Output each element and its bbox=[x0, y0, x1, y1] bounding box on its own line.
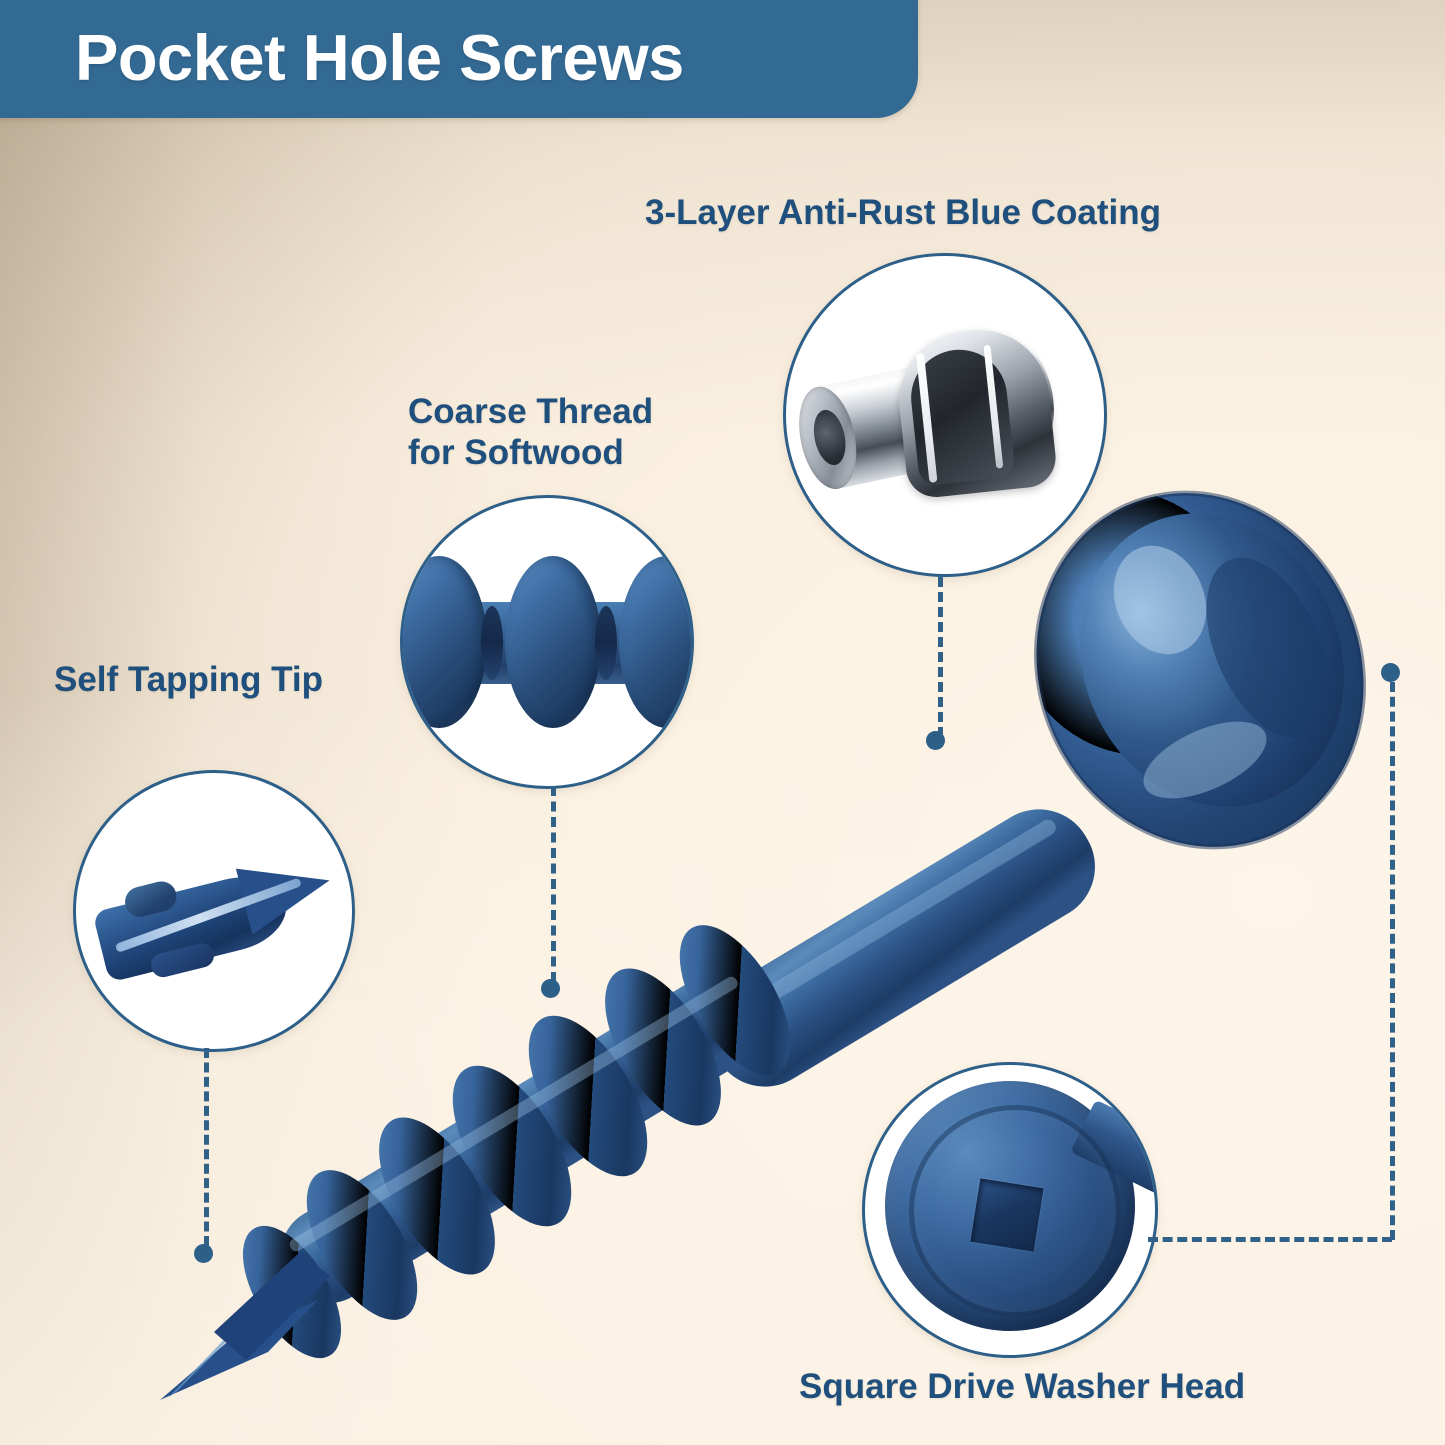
connector-head-horizontal bbox=[1148, 1237, 1392, 1242]
screw-shank bbox=[708, 809, 1095, 1087]
feature-label-coating: 3-Layer Anti-Rust Blue Coating bbox=[645, 193, 1161, 232]
connector-tip bbox=[204, 1048, 209, 1246]
connector-head-vertical bbox=[1390, 682, 1395, 1240]
connector-thread bbox=[551, 786, 556, 982]
connector-dot-thread bbox=[541, 979, 560, 998]
connector-dot-head bbox=[1381, 663, 1400, 682]
page-title: Pocket Hole Screws bbox=[75, 21, 684, 94]
connector-coating bbox=[938, 577, 943, 737]
screw-tip bbox=[160, 1252, 330, 1400]
title-banner: Pocket Hole Screws bbox=[0, 0, 918, 118]
self-tapping-tip-closeup-icon bbox=[76, 773, 352, 1049]
callout-coating bbox=[783, 253, 1107, 577]
callout-thread bbox=[400, 495, 694, 789]
screw-threads bbox=[242, 925, 791, 1359]
chrome-tube-coating-icon bbox=[786, 256, 1104, 574]
feature-label-thread: Coarse Thread for Softwood bbox=[408, 392, 654, 472]
square-drive-head-topview-icon bbox=[865, 1065, 1155, 1355]
feature-label-head: Square Drive Washer Head bbox=[799, 1367, 1246, 1406]
callout-head bbox=[862, 1062, 1158, 1358]
connector-dot-coating bbox=[926, 731, 945, 750]
coarse-thread-closeup-icon bbox=[403, 498, 691, 786]
connector-dot-tip bbox=[194, 1244, 213, 1263]
screw-head bbox=[1034, 490, 1366, 850]
feature-label-tip: Self Tapping Tip bbox=[54, 660, 323, 699]
callout-tip bbox=[73, 770, 355, 1052]
